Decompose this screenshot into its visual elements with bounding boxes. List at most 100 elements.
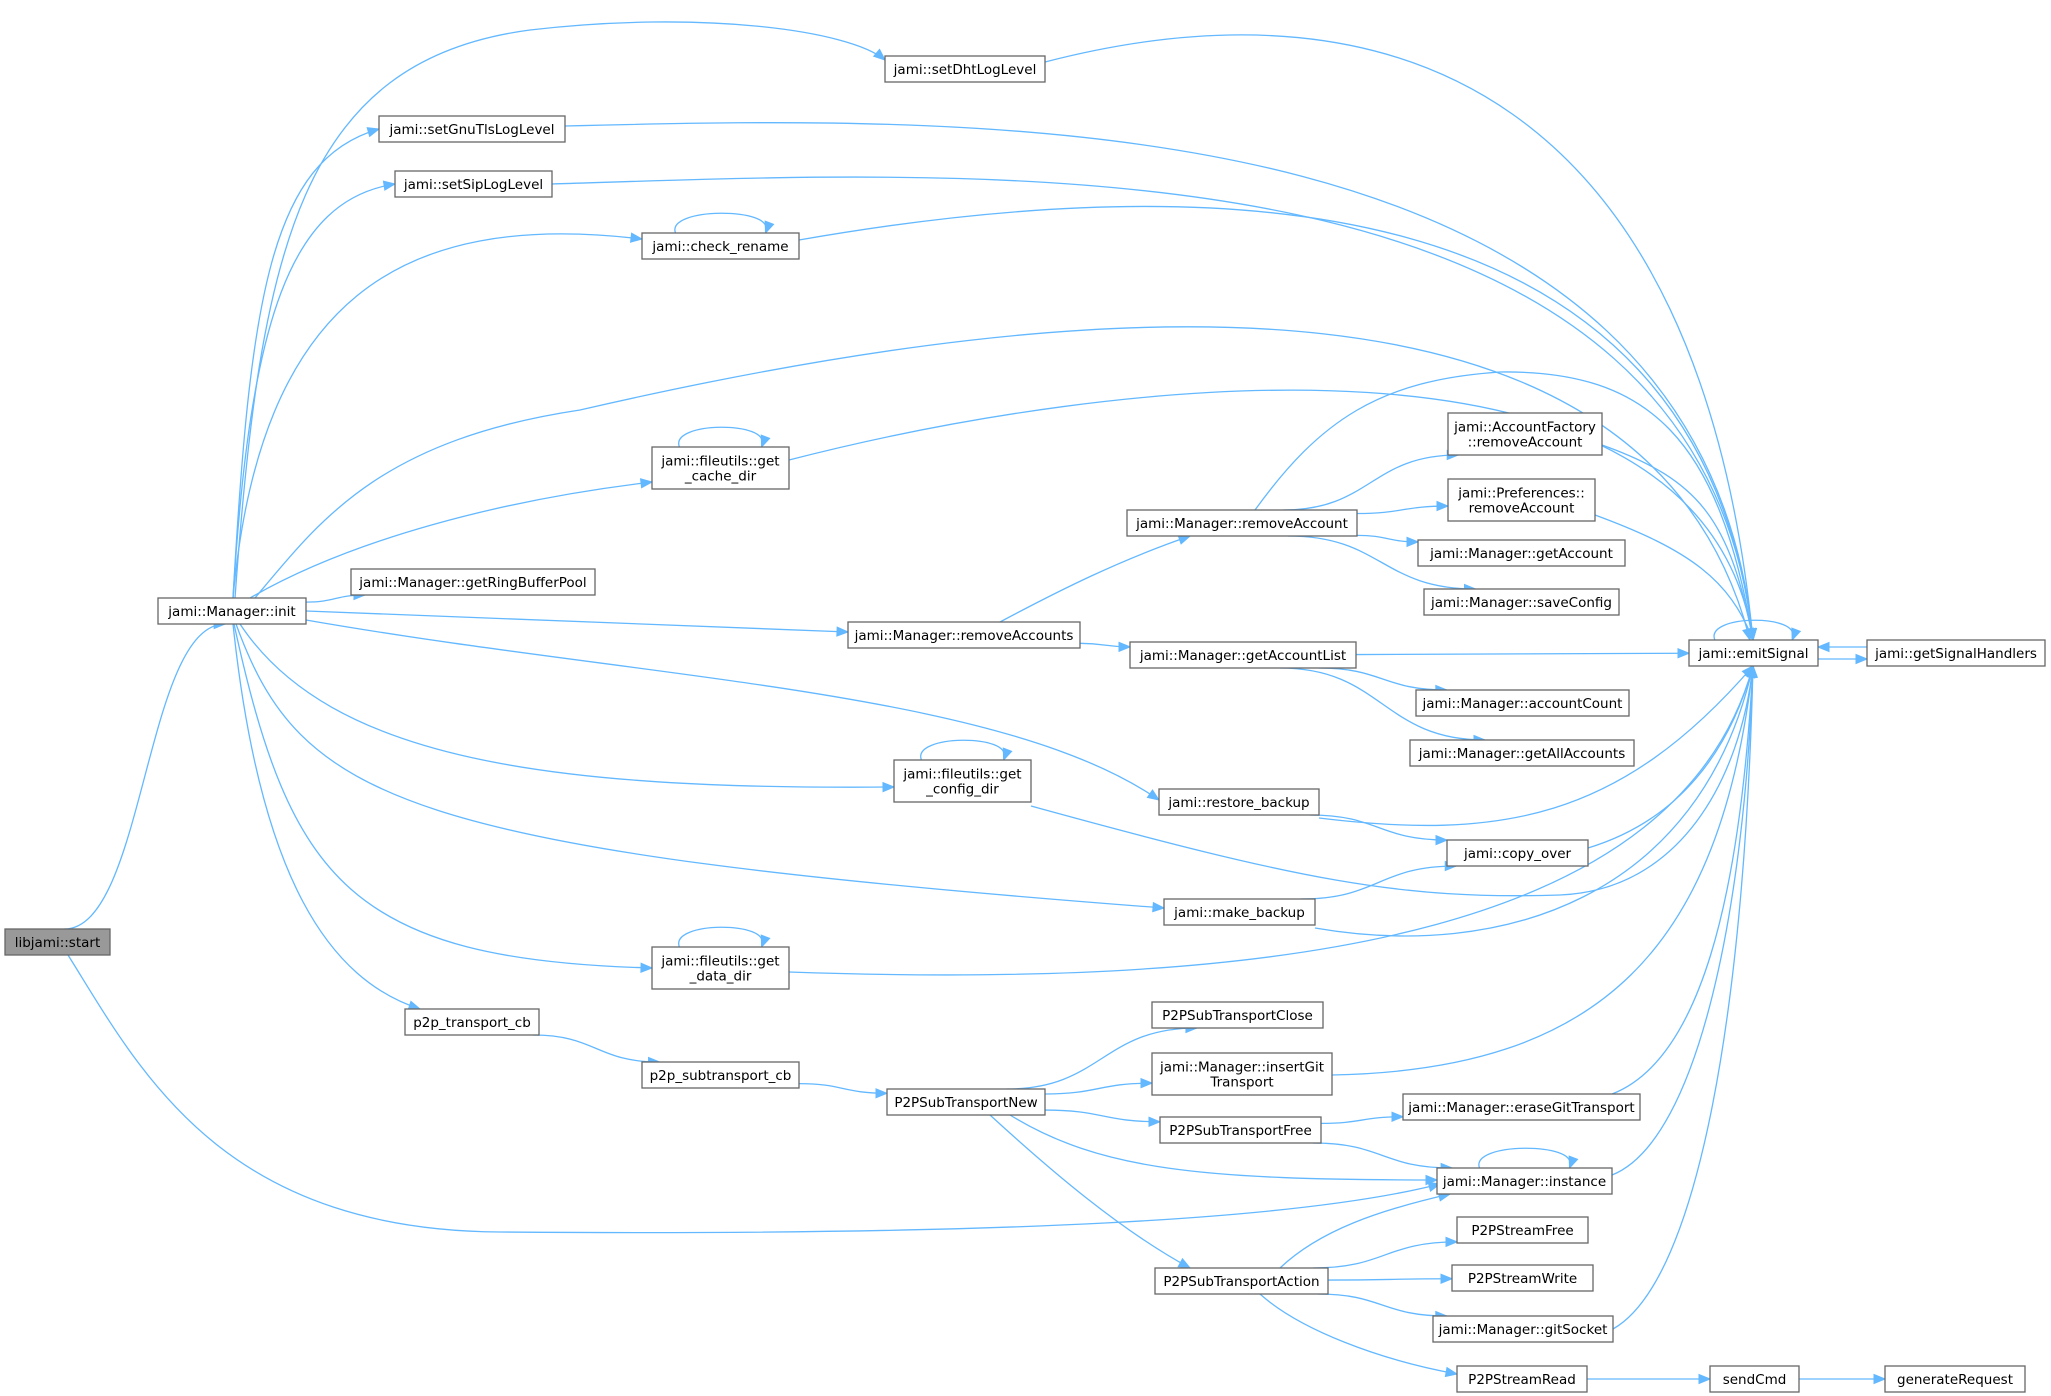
node-restoreBackup[interactable]: jami::restore_backup — [1158, 788, 1320, 816]
edge-cacheDir-to-cacheDir — [678, 426, 763, 448]
node-streamRead[interactable]: P2PStreamRead — [1456, 1365, 1588, 1393]
node-subAction[interactable]: P2PSubTransportAction — [1154, 1267, 1329, 1295]
edge-afRemove-to-emitSignal — [1601, 444, 1754, 641]
node-copyOver[interactable]: jami::copy_over — [1446, 839, 1589, 867]
edge-streamRead-to-sendCmd-arrowhead — [1698, 1373, 1712, 1385]
node-label: jami::setDhtLogLevel — [893, 62, 1037, 78]
edge-prefRemove-to-emitSignal — [1594, 514, 1754, 641]
node-box — [350, 568, 596, 596]
node-subClose[interactable]: P2PSubTransportClose — [1151, 1001, 1324, 1029]
node-checkRename[interactable]: jami::check_rename — [641, 232, 800, 260]
edge-instance-to-emitSignal — [1611, 665, 1754, 1176]
edge-subNew-to-subAction — [989, 1114, 1191, 1269]
node-label: jami::fileutils::get — [660, 954, 779, 970]
edge-getSigHandlers-to-emitSignal-arrowhead — [1816, 641, 1830, 653]
node-box — [1446, 839, 1589, 867]
node-box — [1126, 509, 1358, 537]
edge-restoreBackup-to-copyOver-arrowhead — [1435, 834, 1449, 846]
node-start[interactable]: libjami::start — [4, 928, 111, 956]
node-gitSocket[interactable]: jami::Manager::gitSocket — [1432, 1315, 1614, 1343]
node-label: sendCmd — [1723, 1372, 1787, 1388]
node-label: jami::make_backup — [1173, 905, 1305, 921]
edge-setDht-to-emitSignal — [1044, 34, 1754, 641]
node-getAccount[interactable]: jami::Manager::getAccount — [1417, 539, 1626, 567]
edge-getAccountList-to-emitSignal-arrowhead — [1677, 648, 1691, 659]
node-box — [378, 115, 566, 143]
edge-init-to-setGnu-arrowhead — [366, 127, 381, 138]
node-box — [394, 170, 553, 198]
node-setGnu[interactable]: jami::setGnuTlsLogLevel — [378, 115, 566, 143]
node-box — [4, 928, 111, 956]
node-setSip[interactable]: jami::setSipLogLevel — [394, 170, 553, 198]
node-box — [1151, 1052, 1333, 1096]
edge-init-to-setGnu — [232, 128, 380, 599]
node-label: jami::Manager::getAccountList — [1139, 648, 1346, 664]
node-sendCmd[interactable]: sendCmd — [1709, 1365, 1800, 1393]
node-dataDir[interactable]: jami::fileutils::get_data_dir — [651, 946, 790, 990]
edge-checkRename-to-emitSignal — [798, 205, 1754, 641]
node-eraseGit[interactable]: jami::Manager::eraseGitTransport — [1402, 1093, 1641, 1121]
node-box — [1409, 739, 1635, 767]
node-genRequest[interactable]: generateRequest — [1884, 1365, 2026, 1393]
edge-eraseGit-to-emitSignal — [1611, 665, 1754, 1095]
node-label: P2PSubTransportFree — [1169, 1123, 1312, 1139]
node-label: removeAccount — [1469, 501, 1575, 517]
node-configDir[interactable]: jami::fileutils::get_config_dir — [893, 759, 1032, 803]
edge-removeAccounts-to-removeAccount — [999, 535, 1191, 623]
node-afRemove[interactable]: jami::AccountFactory::removeAccount — [1447, 412, 1603, 456]
edge-init-to-checkRename — [232, 233, 643, 599]
node-emitSignal[interactable]: jami::emitSignal — [1688, 639, 1819, 667]
node-setDht[interactable]: jami::setDhtLogLevel — [884, 55, 1046, 83]
node-cacheDir[interactable]: jami::fileutils::get_cache_dir — [651, 446, 790, 490]
node-label: jami::Manager::init — [167, 604, 295, 620]
edge-cacheDir-to-cacheDir-arrowhead — [760, 434, 771, 449]
node-accountCount[interactable]: jami::Manager::accountCount — [1415, 689, 1630, 717]
node-label: jami::Manager::saveConfig — [1430, 595, 1612, 611]
edge-subAction-to-gitSocket — [1317, 1293, 1447, 1317]
edge-start-to-instance — [67, 954, 1441, 1234]
edge-checkRename-to-checkRename-arrowhead — [764, 220, 775, 235]
node-init[interactable]: jami::Manager::init — [157, 597, 307, 625]
edge-subAction-to-streamRead-arrowhead — [1444, 1366, 1459, 1378]
edge-subFree-to-eraseGit — [1320, 1116, 1404, 1125]
node-label: jami::Manager::instance — [1442, 1174, 1606, 1190]
node-streamWrite[interactable]: P2PStreamWrite — [1451, 1264, 1594, 1292]
node-label: P2PSubTransportNew — [894, 1095, 1037, 1111]
node-removeAccount[interactable]: jami::Manager::removeAccount — [1126, 509, 1358, 537]
node-layer: libjami::start jami::Manager::init jami::s… — [4, 55, 2046, 1393]
node-saveConfig[interactable]: jami::Manager::saveConfig — [1423, 588, 1620, 616]
node-getAccountList[interactable]: jami::Manager::getAccountList — [1129, 641, 1357, 669]
node-streamFree[interactable]: P2PStreamFree — [1456, 1216, 1589, 1244]
edge-p2pSub-to-subNew-arrowhead — [875, 1088, 889, 1099]
node-subNew[interactable]: P2PSubTransportNew — [886, 1088, 1046, 1116]
edge-removeAccount-to-emitSignal — [1254, 371, 1754, 641]
edge-gitSocket-to-emitSignal — [1612, 665, 1754, 1330]
node-box — [641, 1061, 800, 1089]
edge-getAccountList-to-accountCount — [1318, 667, 1447, 691]
node-getSigHandlers[interactable]: jami::getSignalHandlers — [1866, 639, 2046, 667]
node-label: jami::setSipLogLevel — [403, 177, 543, 193]
edge-restoreBackup-to-copyOver — [1309, 814, 1448, 841]
node-box — [157, 597, 307, 625]
edge-removeAccount-to-prefRemove — [1356, 505, 1449, 515]
node-p2pTransport[interactable]: p2p_transport_cb — [404, 1008, 540, 1036]
edge-init-to-p2pTransport — [232, 623, 421, 1010]
node-label: jami::fileutils::get — [902, 767, 1021, 783]
node-removeAccounts[interactable]: jami::Manager::removeAccounts — [847, 621, 1081, 649]
edge-insertGit-to-emitSignal — [1331, 665, 1754, 1076]
node-box — [1158, 788, 1320, 816]
node-label: generateRequest — [1897, 1372, 2013, 1388]
node-prefRemove[interactable]: jami::Preferences::removeAccount — [1447, 478, 1596, 522]
node-instance[interactable]: jami::Manager::instance — [1436, 1167, 1613, 1195]
node-ringBuf[interactable]: jami::Manager::getRingBufferPool — [350, 568, 596, 596]
node-getAllAccounts[interactable]: jami::Manager::getAllAccounts — [1409, 739, 1635, 767]
edge-subNew-to-insertGit-arrowhead — [1140, 1077, 1154, 1089]
edge-configDir-to-emitSignal — [1030, 665, 1754, 897]
edge-emitSignal-to-emitSignal — [1713, 619, 1794, 641]
node-subFree[interactable]: P2PSubTransportFree — [1159, 1116, 1322, 1144]
node-makeBackup[interactable]: jami::make_backup — [1163, 898, 1316, 926]
node-p2pSub[interactable]: p2p_subtransport_cb — [641, 1061, 800, 1089]
edge-removeAccount-to-saveConfig — [1287, 535, 1476, 590]
